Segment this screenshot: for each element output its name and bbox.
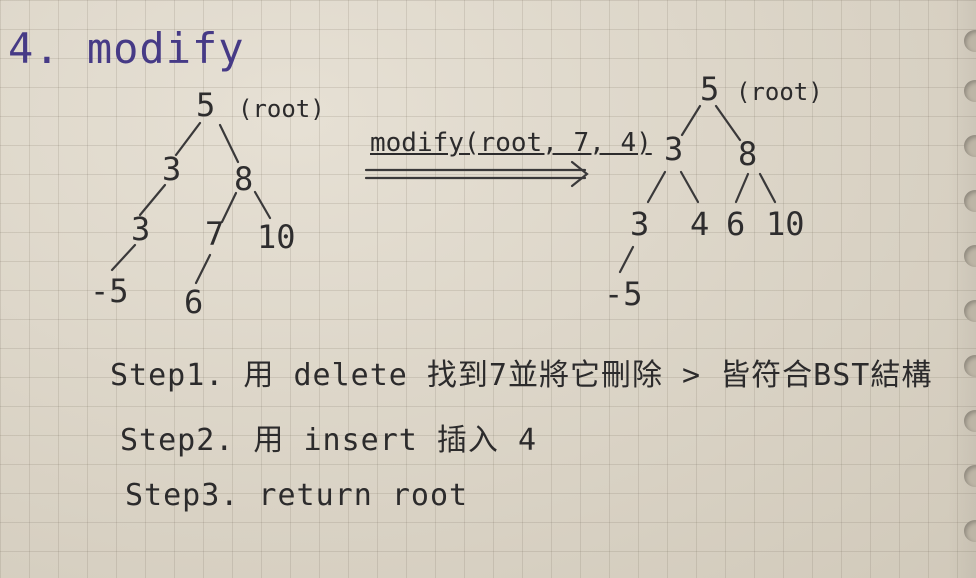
edge-r-3-3	[646, 170, 667, 204]
left-node-5: 5	[196, 86, 216, 124]
right-root-label: (root)	[736, 78, 823, 106]
arrow-head	[570, 160, 589, 188]
edge-7-6	[194, 253, 212, 285]
edge-8-10	[253, 190, 272, 220]
right-node-6: 6	[726, 205, 746, 243]
edge-3-neg5	[110, 243, 137, 272]
right-node-3: 3	[664, 130, 684, 168]
right-node-10: 10	[766, 205, 805, 243]
left-root-label: (root)	[238, 95, 325, 123]
edge-r-3-neg5	[618, 245, 635, 274]
right-node-4: 4	[690, 205, 710, 243]
edge-5-3	[174, 121, 202, 157]
edge-r-8-6	[734, 172, 750, 204]
edge-r-5-8	[714, 104, 742, 142]
edge-8-7	[220, 191, 238, 224]
right-node-8: 8	[738, 135, 758, 173]
left-node-3b: 3	[131, 210, 151, 248]
edge-5-8	[218, 123, 240, 164]
binding-holes	[948, 0, 976, 578]
edge-r-3-4	[679, 170, 700, 204]
left-node-neg5: -5	[90, 272, 129, 310]
section-title: 4. modify	[8, 24, 245, 73]
left-node-3: 3	[162, 150, 182, 188]
right-node-5: 5	[700, 70, 720, 108]
right-node-3b: 3	[630, 205, 650, 243]
left-node-8: 8	[234, 160, 254, 198]
edge-3-3	[138, 183, 167, 217]
left-node-7: 7	[205, 215, 225, 253]
left-node-10: 10	[257, 218, 296, 256]
operation-label: modify(root, 7, 4)	[370, 128, 652, 158]
step-2: Step2. 用 insert 插入 4	[120, 423, 538, 458]
edge-r-8-10	[758, 172, 777, 204]
step-3: Step3. return root	[125, 478, 469, 513]
right-node-neg5: -5	[604, 275, 643, 313]
edge-r-5-3	[680, 104, 702, 137]
step-1: Step1. 用 delete 找到7並將它刪除 > 皆符合BST結構	[110, 358, 933, 393]
left-node-6: 6	[184, 283, 204, 321]
